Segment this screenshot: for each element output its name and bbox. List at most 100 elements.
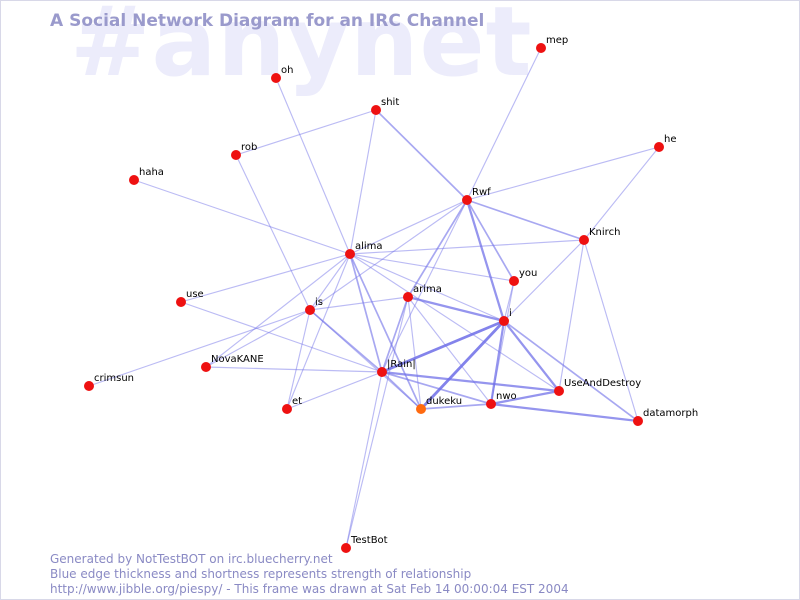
edge-arima-nwo xyxy=(407,296,492,405)
node-TestBot: TestBot xyxy=(341,535,388,553)
edge-alima-i xyxy=(349,253,505,322)
node-label: shit xyxy=(381,97,399,108)
node-dot xyxy=(271,73,281,83)
node-label: et xyxy=(292,396,302,407)
edge-i-Rain xyxy=(380,319,506,374)
node-label: you xyxy=(519,268,537,279)
edge-i-nwo xyxy=(489,319,506,406)
node-is: is xyxy=(305,297,323,315)
node-dot xyxy=(231,150,241,160)
node-dot xyxy=(282,404,292,414)
node-dukeku: dukeku xyxy=(416,396,462,414)
node-dot xyxy=(201,362,211,372)
edge-alima-NovaKANE xyxy=(205,253,351,368)
node-dot xyxy=(341,543,351,553)
node-label: he xyxy=(664,134,677,145)
edge-NovaKANE-Rain xyxy=(205,366,383,373)
edge-alima-dukeku xyxy=(349,253,422,410)
node-dot xyxy=(305,305,315,315)
node-mep: mep xyxy=(536,35,568,53)
edge-alima-is xyxy=(309,253,351,311)
node-dot xyxy=(509,276,519,286)
edge-arima-TestBot xyxy=(345,296,409,549)
node-shit: shit xyxy=(371,97,399,115)
edge-Knirch-UseAndDestroy xyxy=(558,239,585,392)
node-label: i xyxy=(509,308,512,319)
edge-shit-rob xyxy=(235,109,377,156)
edge-Rwf-you xyxy=(466,199,515,282)
footer-source-line: http://www.jibble.org/piespy/ - This fra… xyxy=(50,582,569,596)
node-dot xyxy=(486,399,496,409)
node-dot xyxy=(499,316,509,326)
edge-you-i xyxy=(503,280,515,322)
edge-i-datamorph xyxy=(503,320,639,422)
node-dot xyxy=(84,381,94,391)
node-Rwf: Rwf xyxy=(462,187,491,205)
node-Knirch: Knirch xyxy=(579,227,620,245)
edge-Knirch-alima xyxy=(349,239,585,255)
edge-nwo-UseAndDestroy xyxy=(489,389,561,406)
node-dot xyxy=(536,43,546,53)
diagram-title: A Social Network Diagram for an IRC Chan… xyxy=(50,11,485,31)
edge-arima-is xyxy=(309,296,409,311)
edge-mep-Rwf xyxy=(466,47,542,201)
node-dot xyxy=(579,235,589,245)
edge-arima-i xyxy=(406,295,506,323)
edge-Rwf-arima xyxy=(407,199,468,298)
edge-nwo-datamorph xyxy=(489,402,640,423)
edge-arima-Rain xyxy=(381,296,409,373)
edge-Rain-et xyxy=(286,371,383,410)
edge-Rwf-Knirch xyxy=(466,199,585,241)
node-label: oh xyxy=(281,65,293,76)
edge-Knirch-datamorph xyxy=(583,239,639,422)
edge-Rwf-is xyxy=(309,199,468,311)
node-dot xyxy=(654,142,664,152)
node-label: dukeku xyxy=(426,396,462,407)
node-label: Rwf xyxy=(472,187,491,198)
edge-Rain-TestBot xyxy=(345,371,383,549)
node-dot xyxy=(633,416,643,426)
footer-legend-note: Blue edge thickness and shortness repres… xyxy=(50,567,472,581)
node-label: UseAndDestroy xyxy=(564,378,641,389)
edge-layer xyxy=(88,47,660,549)
node-label: rob xyxy=(241,142,257,153)
node-NovaKANE: NovaKANE xyxy=(201,354,264,372)
edge-shit-Rwf xyxy=(375,109,468,201)
edge-alima-you xyxy=(349,253,515,282)
node-dot xyxy=(416,404,426,414)
edge-alima-Rain xyxy=(349,253,383,373)
edge-i-UseAndDestroy xyxy=(502,319,561,393)
edge-haha-alima xyxy=(133,179,351,255)
node-dot xyxy=(371,105,381,115)
node-label: is xyxy=(315,297,323,308)
node-alima: alima xyxy=(345,241,383,259)
node-label: haha xyxy=(139,167,164,178)
node-UseAndDestroy: UseAndDestroy xyxy=(554,378,641,396)
footer-generated-by: Generated by NotTestBOT on irc.bluecherr… xyxy=(50,552,333,566)
edge-Rain-UseAndDestroy xyxy=(380,370,561,393)
edge-Rwf-Rain xyxy=(381,199,468,373)
node-label: NovaKANE xyxy=(211,354,264,365)
node-label: nwo xyxy=(496,391,517,402)
node-label: Knirch xyxy=(589,227,620,238)
node-label: mep xyxy=(546,35,568,46)
node-use: use xyxy=(176,289,204,307)
node-Rain: |Rain| xyxy=(377,359,416,377)
node-dot xyxy=(129,175,139,185)
node-label: arima xyxy=(413,284,442,295)
node-label: datamorph xyxy=(643,408,698,419)
edge-i-dukeku xyxy=(419,319,506,411)
edge-rob-is xyxy=(235,154,311,311)
edge-Rain-dukeku xyxy=(381,371,422,410)
edge-is-NovaKANE xyxy=(205,309,311,368)
edge-is-Rain xyxy=(309,309,383,373)
edge-is-et xyxy=(286,309,311,410)
edge-dukeku-nwo xyxy=(420,403,492,410)
edge-alima-UseAndDestroy xyxy=(349,253,560,392)
node-dot xyxy=(403,292,413,302)
node-he: he xyxy=(654,134,677,152)
node-you: you xyxy=(509,268,537,286)
node-dot xyxy=(377,367,387,377)
edge-oh-alima xyxy=(275,77,351,255)
